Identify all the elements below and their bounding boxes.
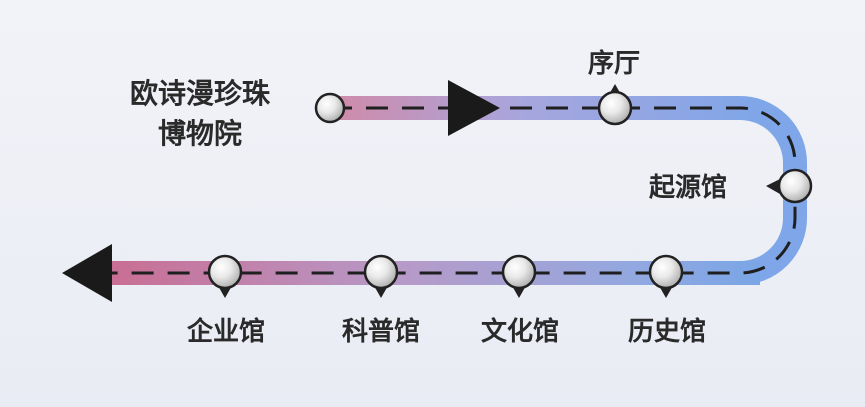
station-pin-wenhua (501, 254, 537, 298)
museum-title-line-2: 博物院 (158, 117, 242, 150)
station-pin-kepu (363, 254, 399, 298)
station-label-wenhua: 文化馆 (481, 316, 559, 347)
end-arrow-icon (62, 244, 112, 302)
station-label-kepu: 科普馆 (342, 316, 420, 347)
pearl-pin-icon (207, 84, 813, 298)
start-arrow-icon (448, 80, 500, 136)
station-label-lishi: 历史馆 (628, 316, 706, 347)
start-pearl-icon (314, 92, 346, 124)
station-pin-xuting (597, 84, 633, 126)
station-label-qiye: 企业馆 (187, 316, 265, 347)
museum-title-line-1: 欧诗漫珍珠 (130, 77, 271, 110)
station-pin-qiyuan (766, 168, 813, 204)
station-label-qiyuan: 起源馆 (649, 172, 727, 203)
station-label-xuting: 序厅 (588, 48, 640, 79)
station-pin-qiye (207, 254, 243, 298)
station-pin-lishi (648, 254, 684, 298)
